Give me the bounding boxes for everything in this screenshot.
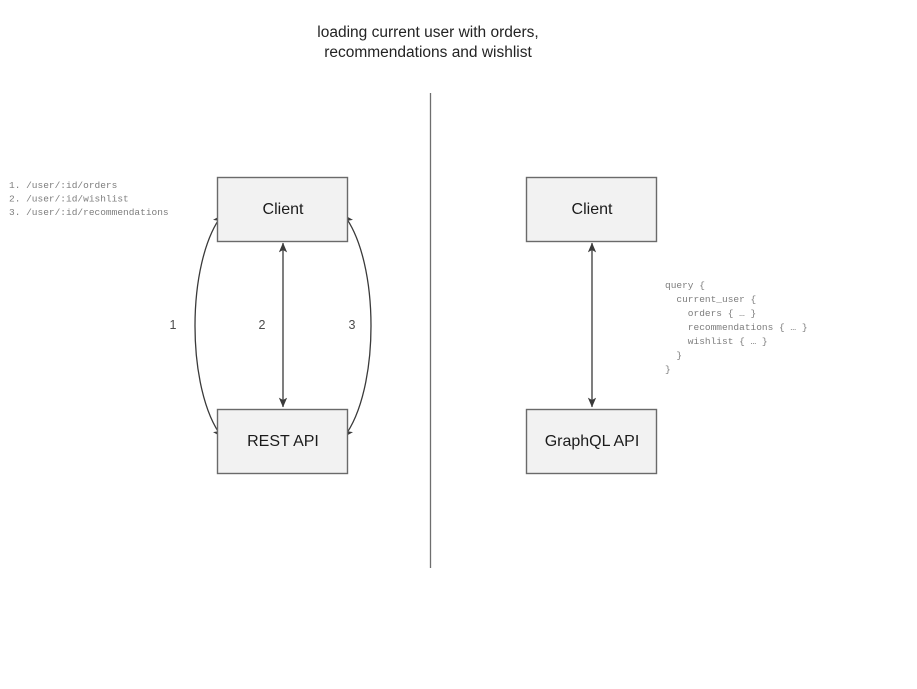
graphql-api-label: GraphQL API [545, 433, 640, 450]
graphql-client-node[interactable] [525, 176, 658, 243]
graphql-query-line-7: } [665, 364, 671, 375]
graphql-client-label: Client [572, 201, 613, 218]
graphql-query-line-2: current_user { [665, 294, 756, 305]
graphql-query-line-4: recommendations { … } [665, 322, 808, 333]
graphql-query-line-3: orders { … } [665, 308, 756, 319]
rest-api-label: REST API [247, 433, 319, 450]
graphql-query-line-5: wishlist { … } [665, 336, 768, 347]
graphql-query-line-6: } [665, 350, 682, 361]
rest-edge-label-3: 3 [349, 318, 356, 332]
rest-edge-label-1: 1 [170, 318, 177, 332]
rest-client-label: Client [263, 201, 304, 218]
diagram-title-line-1: loading current user with orders, [317, 24, 538, 41]
graphql-query-line-1: query { [665, 280, 705, 291]
rest-api-node[interactable] [216, 408, 349, 475]
endpoint-line-3: 3. /user/:id/recommendations [9, 207, 169, 218]
endpoint-line-1: 1. /user/:id/orders [9, 180, 117, 191]
rest-edge-label-2: 2 [259, 318, 266, 332]
endpoint-line-2: 2. /user/:id/wishlist [9, 194, 129, 205]
rest-edge-3-curve [343, 214, 372, 438]
rest-client-node[interactable] [216, 176, 349, 243]
graphql-api-node[interactable] [525, 408, 658, 475]
diagram-title-line-2: recommendations and wishlist [324, 44, 532, 61]
rest-edge-1-curve [194, 214, 223, 438]
